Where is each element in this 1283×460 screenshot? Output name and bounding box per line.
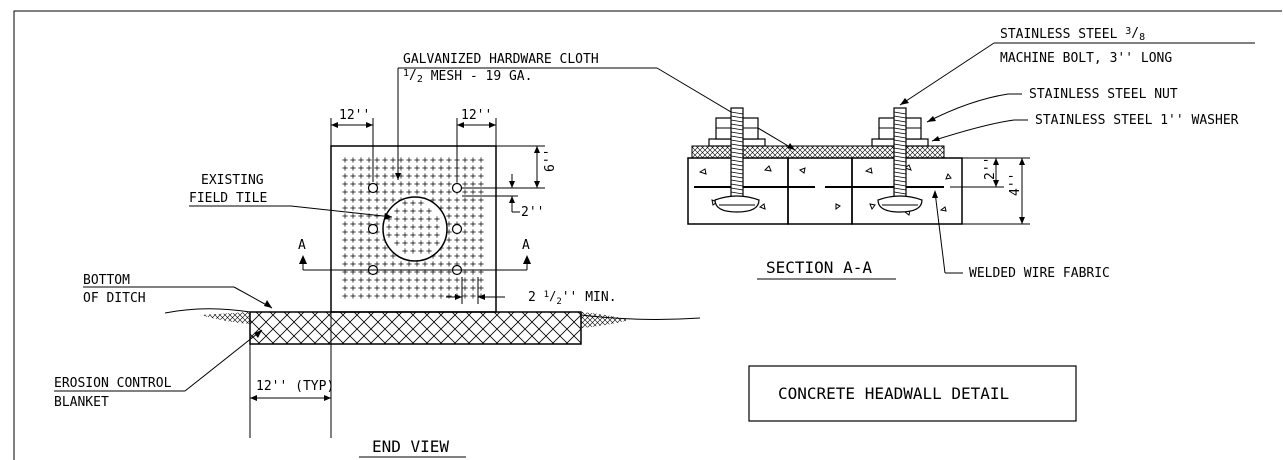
section-mark-left: A (298, 238, 306, 253)
bolt-holes (367, 182, 463, 276)
detail-title-box: CONCRETE HEADWALL DETAIL (748, 365, 1077, 422)
galvanized-label-line1: GALVANIZED HARDWARE CLOTH (403, 52, 599, 67)
section-arrow-left (299, 255, 307, 264)
dim-2-section: 2'' (983, 157, 998, 180)
dim-12-typ: 12'' (TYP) (256, 379, 334, 394)
section-arrow-right (523, 255, 531, 264)
nut-label: STAINLESS STEEL NUT (1029, 87, 1178, 102)
dim-12-right: 12'' (461, 108, 492, 123)
erosion-control-blanket (249, 311, 582, 345)
end-view: A A 12'' 12'' 6'' 2'' 2 1/ (164, 108, 701, 458)
dim-4-section: 4'' (1008, 173, 1023, 196)
bolt-hole (367, 223, 379, 235)
bolt-hole (367, 182, 379, 194)
bottom-label-line2: OF DITCH (83, 291, 146, 306)
section-a-a-title: SECTION A-A (766, 258, 872, 277)
galvanized-label-group: GALVANIZED HARDWARE CLOTH 1/2 MESH - 19 … (395, 52, 796, 180)
headwall-outline (330, 145, 497, 313)
ground-hatch-right (581, 312, 630, 328)
left-bolt-assembly (708, 107, 766, 213)
field-tile-mesh (386, 200, 440, 254)
dim-2-half-min: 2 1/2'' MIN. (528, 289, 617, 307)
end-view-title: END VIEW (372, 437, 449, 456)
dim-12-left: 12'' (339, 108, 370, 123)
bolt-label-line2: MACHINE BOLT, 3'' LONG (1000, 51, 1172, 66)
dim-6: 6'' (543, 149, 558, 172)
bolt-hole (451, 182, 463, 194)
right-bolt-assembly (871, 107, 929, 213)
nut-label-group: STAINLESS STEEL NUT (926, 87, 1178, 123)
erosion-label-line1: EROSION CONTROL (54, 376, 172, 391)
existing-label-line1: EXISTING (201, 173, 264, 188)
washer-label: STAINLESS STEEL 1'' WASHER (1035, 113, 1239, 128)
bolt-head-left (714, 195, 760, 213)
existing-label-line2: FIELD TILE (189, 191, 267, 206)
concrete-center (787, 157, 853, 225)
ground-line-left (164, 308, 251, 314)
bolt-hole (451, 223, 463, 235)
erosion-label-line2: BLANKET (54, 395, 109, 410)
welded-label-group: WELDED WIRE FABRIC (932, 190, 1110, 281)
washer-label-group: STAINLESS STEEL 1'' WASHER (931, 113, 1239, 142)
existing-tile-label-group: EXISTING FIELD TILE (189, 173, 393, 220)
bottom-ditch-label-group: BOTTOM OF DITCH (83, 273, 273, 309)
hardware-cloth-band (691, 145, 945, 159)
welded-label: WELDED WIRE FABRIC (969, 266, 1110, 281)
bolt-head-right (877, 195, 923, 213)
erosion-label-group: EROSION CONTROL BLANKET (54, 329, 263, 410)
bolt-label-group: STAINLESS STEEL 3/8 MACHINE BOLT, 3'' LO… (899, 26, 1255, 106)
dim-2-end-view: 2'' (521, 205, 544, 220)
section-a-a: 2'' 4'' SECTION A-A (687, 107, 1030, 280)
section-mark-right: A (522, 238, 530, 253)
bolt-label-line1: STAINLESS STEEL 3/8 (1000, 26, 1145, 43)
field-tile-circle (382, 196, 448, 262)
ground-hatch-left (200, 312, 250, 324)
drawing-border (13, 10, 1282, 460)
galvanized-label-line2: 1/2 MESH - 19 GA. (403, 68, 532, 85)
bottom-label-line1: BOTTOM (83, 273, 130, 288)
detail-title: CONCRETE HEADWALL DETAIL (778, 384, 1009, 403)
